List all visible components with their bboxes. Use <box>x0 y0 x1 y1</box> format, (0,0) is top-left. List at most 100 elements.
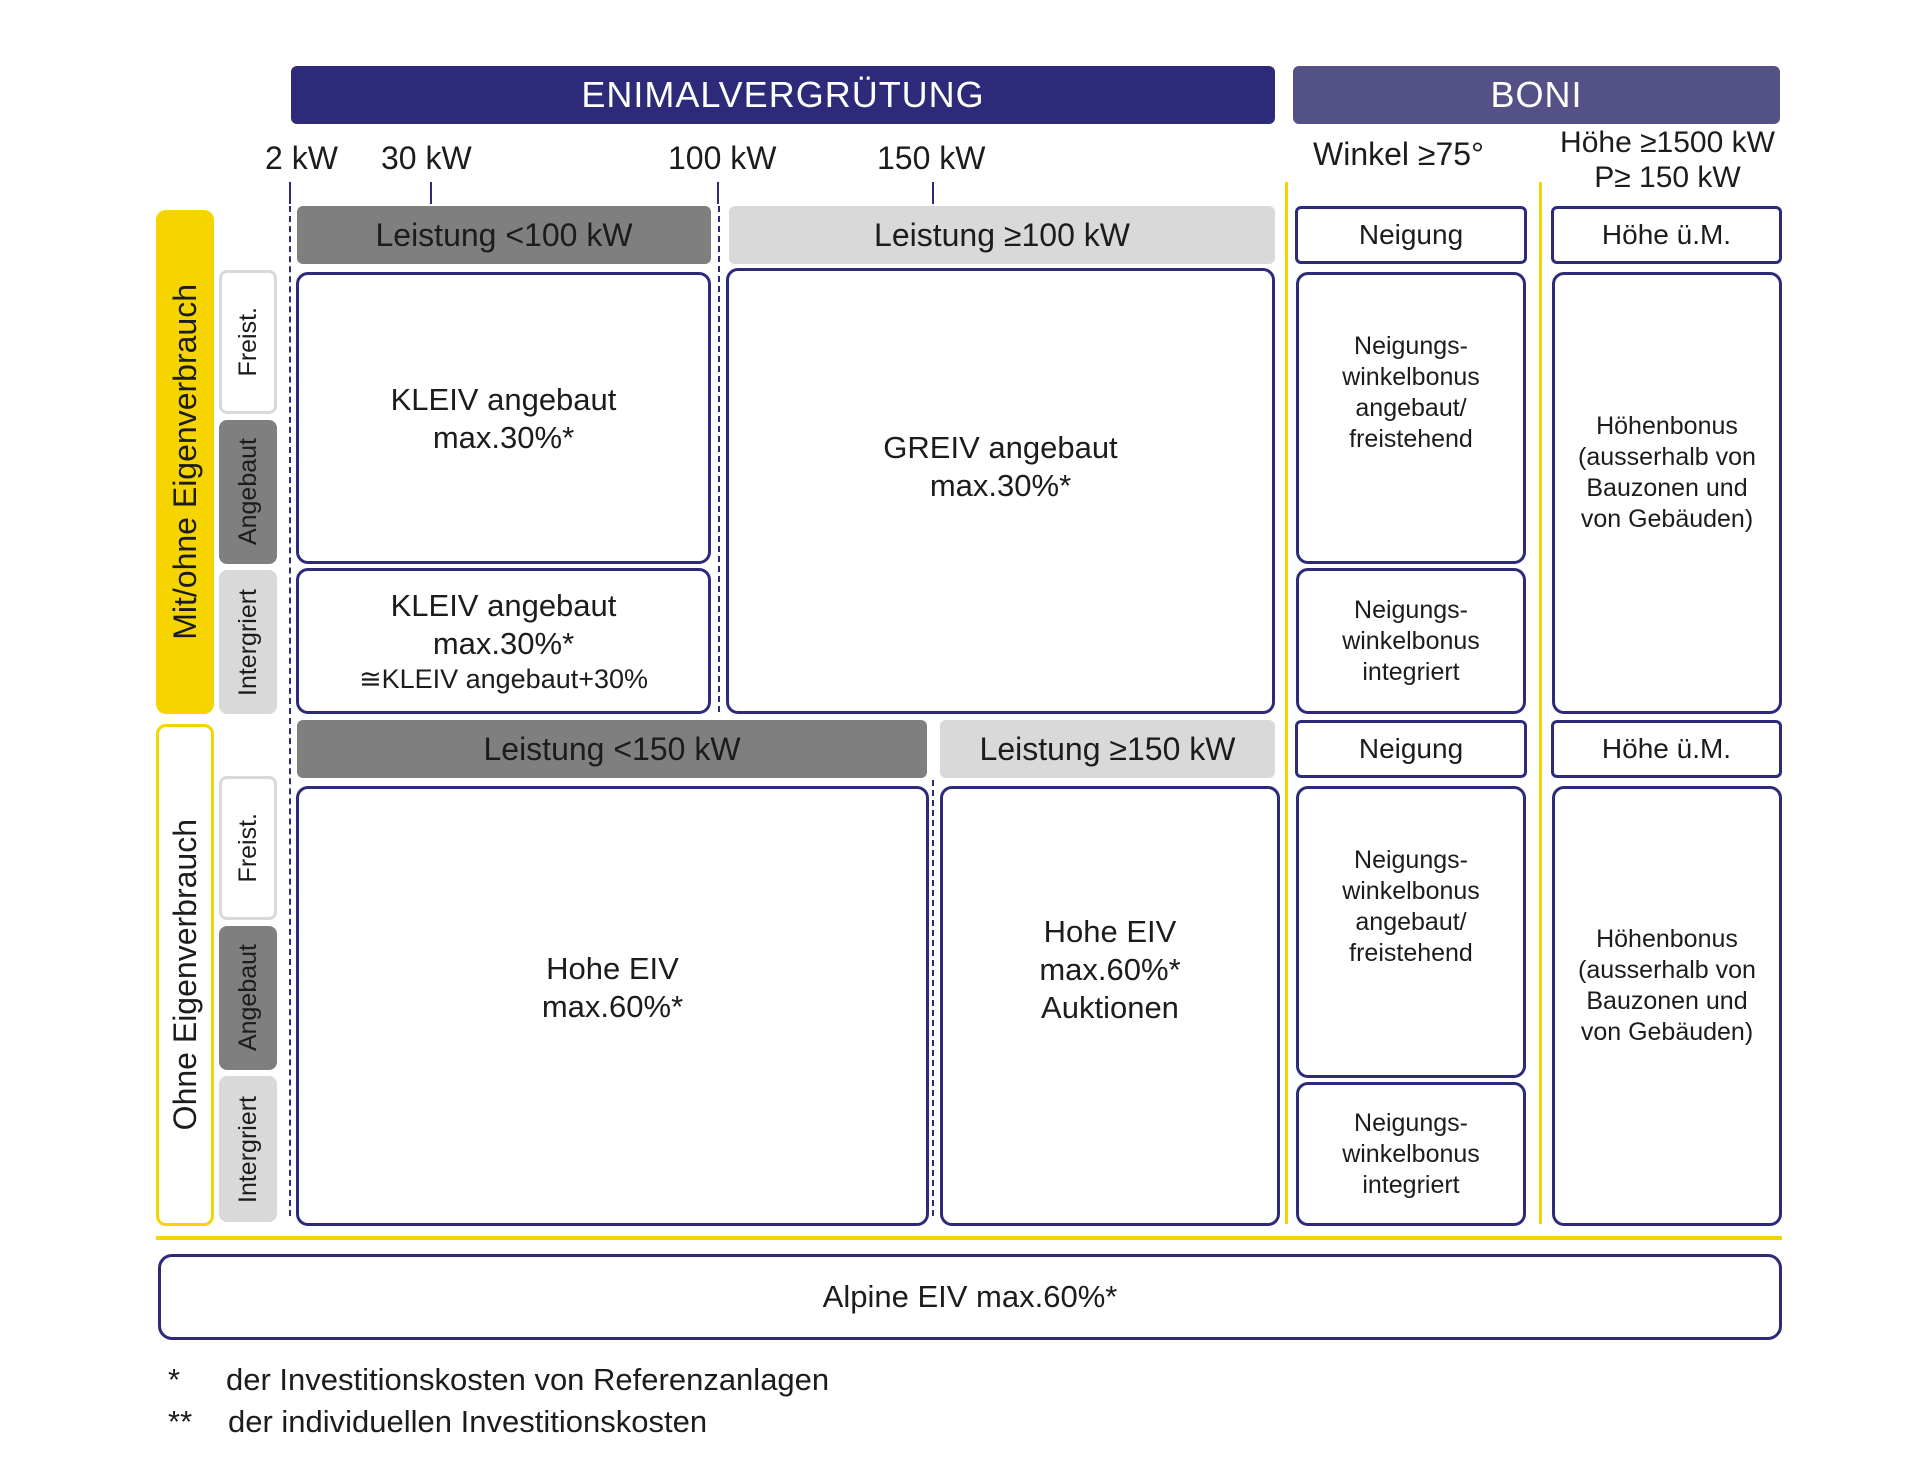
neigung-lower-a-line1: Neigungs- <box>1354 846 1468 874</box>
separator-horizontal <box>156 1236 1782 1240</box>
einmalverguetung-title: ENIMALVERGRÜTUNG <box>581 74 985 115</box>
hohe-eiv-small-line2: max.60%* <box>541 989 684 1024</box>
guide-line-2kw <box>289 206 291 1216</box>
tick-mark-150kw <box>932 182 934 204</box>
hohe-eiv-small-box: Hohe EIV max.60%* <box>296 786 929 1226</box>
header-leistung-ge100: Leistung ≥100 kW <box>729 206 1275 264</box>
boni-banner: BONI <box>1293 66 1780 124</box>
guide-line-150kw <box>932 780 934 1216</box>
footnote-mark-2: ** <box>168 1404 193 1439</box>
hoehenbonus-lower-line2: (ausserhalb von <box>1578 956 1756 984</box>
hohe-eiv-auktionen-box: Hohe EIV max.60%* Auktionen <box>940 786 1280 1226</box>
neigung-upper-a-line2: winkelbonus <box>1342 363 1480 391</box>
alpine-eiv-box: Alpine EIV max.60%* <box>158 1254 1782 1340</box>
hoehenbonus-lower: Höhenbonus (ausserhalb von Bauzonen und … <box>1552 786 1782 1226</box>
side-label-upper-text: Mit/ohne Eigenverbrauch <box>166 284 203 640</box>
type-integriert-upper: Intergriert <box>219 570 277 714</box>
neigungswinkelbonus-angebaut-upper: Neigungs- winkelbonus angebaut/ freisteh… <box>1296 272 1526 564</box>
greiv-angebaut-line2: max.30%* <box>929 468 1072 503</box>
type-integriert-lower: Intergriert <box>219 1076 277 1222</box>
type-integriert-upper-text: Intergriert <box>233 588 262 696</box>
side-label-ohne-eigenverbrauch: Ohne Eigenverbrauch <box>156 724 214 1226</box>
hohe-eiv-large-line2: max.60%* <box>1039 952 1181 987</box>
neigung-upper-a-line4: freistehend <box>1349 425 1473 453</box>
neigung-upper-i-line1: Neigungs- <box>1354 595 1468 624</box>
tick-mark-100kw <box>717 182 719 204</box>
neigung-lower-a-line2: winkelbonus <box>1342 877 1480 905</box>
hohe-eiv-large-line3: Auktionen <box>1041 990 1179 1025</box>
neigungswinkelbonus-integriert-lower: Neigungs- winkelbonus integriert <box>1296 1082 1526 1226</box>
type-angebaut-lower: Angebaut <box>219 926 277 1070</box>
hoehenbonus-upper-line3: Bauzonen und <box>1586 474 1748 502</box>
header-neigung-upper-text: Neigung <box>1358 219 1464 250</box>
tick-label-150kw: 150 kW <box>877 140 986 176</box>
footnote-text-2: der individuellen Investitionskosten <box>228 1404 708 1439</box>
hohe-eiv-small-line1: Hohe EIV <box>546 951 679 986</box>
footnote-text-1: der Investitionskosten von Referenzanlag… <box>226 1362 830 1397</box>
header-neigung-upper: Neigung <box>1295 206 1527 264</box>
tick-label-30kw: 30 kW <box>381 140 472 176</box>
kleiv-integriert-box: KLEIV angebaut max.30%* ≅KLEIV angebaut+… <box>296 568 711 714</box>
header-hoehe-upper-text: Höhe ü.M. <box>1601 219 1732 250</box>
header-leistung-lt100: Leistung <100 kW <box>297 206 711 264</box>
hoehenbonus-lower-line1: Höhenbonus <box>1596 925 1738 953</box>
hohe-eiv-large-line1: Hohe EIV <box>1043 914 1177 949</box>
neigung-upper-i-line3: integriert <box>1362 657 1460 686</box>
header-leistung-ge150: Leistung ≥150 kW <box>940 720 1275 778</box>
type-freist-lower: Freist. <box>219 776 277 920</box>
header-hoehe-lower-text: Höhe ü.M. <box>1601 733 1732 764</box>
type-freist-upper-text: Freist. <box>233 307 262 377</box>
neigung-upper-i-line2: winkelbonus <box>1342 626 1480 655</box>
neigungswinkelbonus-integriert-upper: Neigungs- winkelbonus integriert <box>1296 568 1526 714</box>
tick-label-100kw: 100 kW <box>668 140 777 176</box>
hoehenbonus-upper: Höhenbonus (ausserhalb von Bauzonen und … <box>1552 272 1782 714</box>
greiv-angebaut-line1: GREIV angebaut <box>883 430 1118 465</box>
tick-label-2kw: 2 kW <box>265 140 338 176</box>
type-angebaut-lower-text: Angebaut <box>233 944 262 1052</box>
header-leistung-lt100-text: Leistung <100 kW <box>375 216 633 253</box>
type-integriert-lower-text: Intergriert <box>233 1095 262 1203</box>
hoehenbonus-upper-line2: (ausserhalb von <box>1578 443 1756 471</box>
header-leistung-lt150-text: Leistung <150 kW <box>483 730 741 767</box>
header-leistung-lt150: Leistung <150 kW <box>297 720 927 778</box>
einmalverguetung-banner: ENIMALVERGRÜTUNG <box>291 66 1275 124</box>
kleiv-angebaut-line1: KLEIV angebaut <box>390 382 617 417</box>
side-label-lower-text: Ohne Eigenverbrauch <box>166 819 203 1131</box>
separator-winkel <box>1285 182 1288 1224</box>
type-freist-upper: Freist. <box>219 270 277 414</box>
type-angebaut-upper-text: Angebaut <box>233 438 262 546</box>
tick-mark-2kw <box>289 182 291 204</box>
greiv-angebaut-box: GREIV angebaut max.30%* <box>726 268 1275 714</box>
neigung-upper-a-line3: angebaut/ <box>1355 394 1467 422</box>
kleiv-integriert-line1: KLEIV angebaut <box>390 588 617 623</box>
neigung-lower-i-line2: winkelbonus <box>1342 1139 1480 1168</box>
kleiv-integriert-line3: ≅KLEIV angebaut+30% <box>358 664 649 694</box>
header-leistung-ge100-text: Leistung ≥100 kW <box>874 216 1130 253</box>
kleiv-angebaut-box: KLEIV angebaut max.30%* <box>296 272 711 564</box>
hoehe-label-line2: P≥ 150 kW <box>1594 161 1741 194</box>
hoehe-label-line1: Höhe ≥1500 kW <box>1560 126 1775 159</box>
type-freist-lower-text: Freist. <box>233 813 262 883</box>
header-neigung-lower: Neigung <box>1295 720 1527 778</box>
header-leistung-ge150-text: Leistung ≥150 kW <box>979 730 1236 767</box>
hoehe-label: Höhe ≥1500 kW P≥ 150 kW <box>1545 124 1790 196</box>
neigungswinkelbonus-angebaut-lower: Neigungs- winkelbonus angebaut/ freisteh… <box>1296 786 1526 1078</box>
hoehenbonus-lower-line3: Bauzonen und <box>1586 987 1748 1015</box>
boni-title: BONI <box>1490 74 1583 115</box>
neigung-upper-a-line1: Neigungs- <box>1354 332 1468 360</box>
kleiv-angebaut-line2: max.30%* <box>432 420 575 455</box>
header-hoehe-upper: Höhe ü.M. <box>1551 206 1782 264</box>
hoehenbonus-upper-line4: von Gebäuden) <box>1580 505 1754 533</box>
separator-hoehe <box>1539 182 1542 1224</box>
neigung-lower-a-line4: freistehend <box>1349 939 1473 967</box>
footnote-mark-1: * <box>168 1362 181 1397</box>
alpine-eiv-text: Alpine EIV max.60%* <box>822 1279 1118 1314</box>
side-label-mit-ohne-eigenverbrauch: Mit/ohne Eigenverbrauch <box>156 210 214 714</box>
guide-line-100kw <box>718 206 720 712</box>
kleiv-integriert-line2: max.30%* <box>432 626 575 661</box>
winkel-label: Winkel ≥75° <box>1313 136 1484 172</box>
neigung-lower-a-line3: angebaut/ <box>1355 908 1467 936</box>
header-neigung-lower-text: Neigung <box>1358 733 1464 764</box>
neigung-lower-i-line1: Neigungs- <box>1354 1108 1468 1137</box>
neigung-lower-i-line3: integriert <box>1362 1170 1460 1199</box>
